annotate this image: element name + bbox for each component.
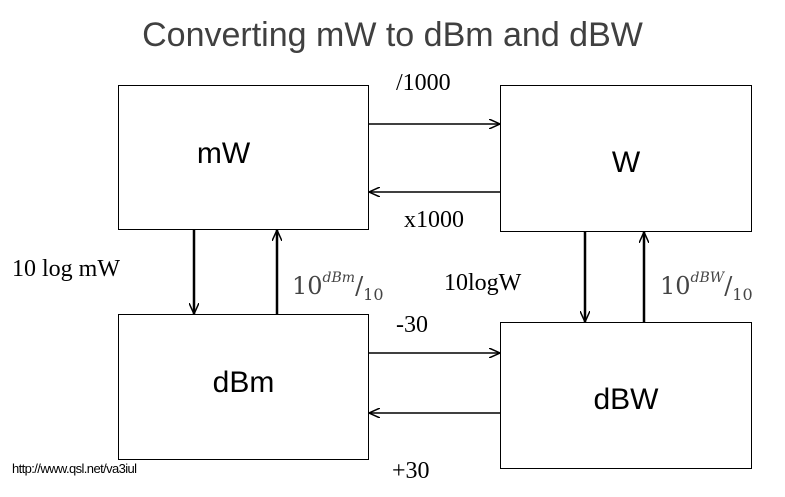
formula-exponent: dBW bbox=[690, 270, 725, 286]
formula-base: 10 bbox=[292, 272, 323, 300]
ten-log-mw-label: 10 log mW bbox=[12, 256, 120, 282]
minus-30-label: -30 bbox=[396, 312, 428, 338]
dbm-box-label: dBm bbox=[212, 366, 275, 399]
formula-divisor: 10 bbox=[363, 285, 384, 304]
plus-30-label: +30 bbox=[392, 458, 430, 484]
times-1000-label: x1000 bbox=[404, 207, 464, 233]
mw-box-label: mW bbox=[196, 136, 251, 170]
formula-divisor: 10 bbox=[732, 285, 753, 304]
divide-1000-label: /1000 bbox=[396, 70, 451, 96]
w-box: W bbox=[500, 85, 752, 232]
w-box-label: W bbox=[611, 145, 641, 179]
formula-base: 10 bbox=[660, 272, 691, 300]
source-url: http://www.qsl.net/va3iul bbox=[12, 461, 137, 476]
dbw-box-label: dBW bbox=[593, 382, 659, 416]
ten-log-w-label: 10logW bbox=[444, 270, 522, 296]
dbm-to-mw-formula: 10dBm/10 bbox=[292, 270, 384, 304]
formula-exponent: dBm bbox=[322, 270, 356, 286]
mw-box: mW bbox=[118, 85, 369, 230]
dbw-to-w-formula: 10dBW/10 bbox=[660, 270, 753, 304]
dbw-box: dBW bbox=[500, 322, 752, 469]
diagram-title: Converting mW to dBm and dBW bbox=[142, 16, 643, 54]
dbm-box: dBm bbox=[118, 314, 369, 460]
